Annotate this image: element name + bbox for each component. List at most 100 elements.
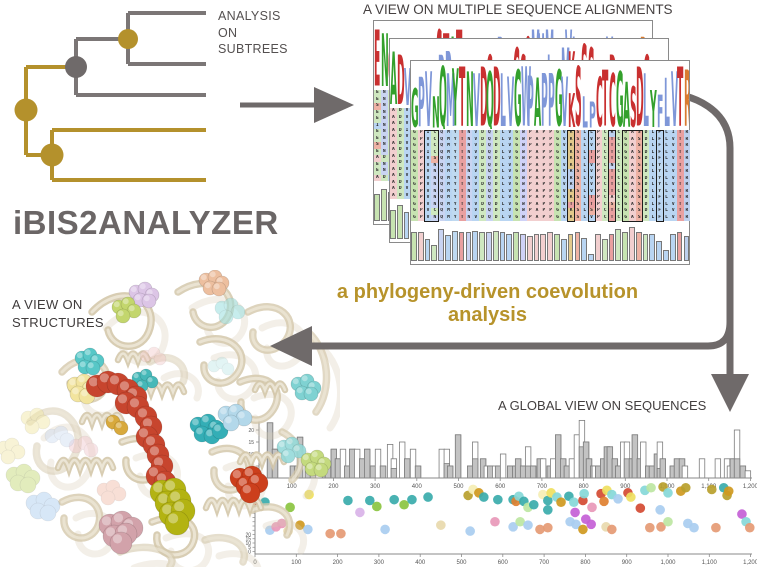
alignment-cell: L	[649, 149, 657, 156]
alignment-cell: G	[411, 195, 418, 202]
alignment-cell: I	[669, 130, 677, 137]
scatter-dot	[325, 528, 335, 539]
alignment-cell: G	[622, 214, 629, 221]
alignment-cell: T	[676, 136, 684, 143]
alignment-cell: G	[411, 175, 418, 182]
alignment-cell: P	[417, 195, 425, 202]
conservation-bar	[513, 232, 519, 261]
alignment-cell: C	[601, 201, 609, 208]
residue-sphere	[147, 346, 161, 360]
alignment-cell: T	[588, 195, 595, 202]
alignment-cell: P	[526, 195, 534, 202]
alignment-cell: C	[615, 136, 623, 143]
alignment-cell: T	[676, 162, 684, 169]
logo-letter: V	[404, 57, 412, 107]
conservation-bar	[520, 234, 526, 261]
alignment-cell: V	[560, 188, 568, 195]
residue-sphere	[44, 428, 60, 444]
logo-letter: G	[411, 77, 419, 129]
conservation-bar	[588, 253, 594, 261]
alignment-cell: D	[642, 201, 650, 208]
alignment-cell: T	[676, 130, 684, 137]
alignment-cell: V	[403, 134, 411, 141]
alignment-cell: Q	[438, 149, 446, 156]
alignment-cell: D	[479, 162, 486, 169]
conservation-bars	[411, 223, 690, 261]
alignment-cell: I	[403, 127, 411, 134]
alignment-cell: W	[520, 162, 527, 169]
alignment-cell: C	[601, 188, 609, 195]
alignment-cell: L	[581, 175, 589, 182]
scatter-dot	[706, 484, 717, 495]
ribbon	[215, 550, 262, 567]
alignment-cell: P	[540, 175, 548, 182]
conservation-bar	[438, 228, 445, 261]
logo-letter: Y	[452, 61, 460, 129]
sphere-highlight	[158, 493, 169, 504]
alignment-cell: N	[465, 156, 473, 163]
alignment-cell: W	[520, 201, 527, 208]
alignment-cell: T	[458, 130, 466, 137]
scatter-dot	[295, 520, 305, 530]
alignment-cell: D	[479, 136, 486, 143]
alignment-cell: G	[411, 214, 418, 221]
logo-letter: T	[459, 61, 466, 129]
conservation-bar	[615, 228, 622, 261]
alignment-cell: N	[431, 175, 439, 182]
alignment-cell: N	[380, 161, 388, 168]
alignment-cell: D	[492, 188, 500, 195]
scatter-dot	[304, 489, 314, 500]
alignment-cell: M	[445, 169, 452, 176]
alignment-cell: L	[649, 130, 657, 137]
alignment-cell: D	[479, 130, 486, 137]
alignment-cell: P	[594, 149, 602, 156]
alignment-cell: D	[479, 195, 486, 202]
conservation-bar	[547, 232, 554, 261]
scatter-dot	[656, 522, 666, 532]
sphere-highlight	[76, 352, 83, 359]
tree-to-msa-arrowhead	[314, 87, 354, 123]
scatter-dot	[493, 494, 503, 505]
alignment-cell: V	[472, 149, 480, 156]
alignment-cell: W	[520, 182, 527, 189]
alignment-cell: T	[608, 149, 616, 156]
alignment-cell: A	[390, 153, 397, 160]
alignment-cell: T	[458, 201, 466, 208]
alignment-cell: S	[635, 182, 643, 189]
alignment-cell: T	[608, 182, 616, 189]
sphere-highlight	[139, 283, 146, 290]
alignment-cell: L	[499, 156, 507, 163]
alignment-cell: V	[588, 175, 595, 182]
sphere-highlight	[72, 387, 79, 395]
residue-sphere	[53, 425, 69, 441]
alignment-cell: E	[374, 90, 381, 97]
alignment-cell: G	[554, 214, 561, 221]
alignment-cell: P	[417, 188, 425, 195]
alignment-cell: R	[683, 130, 691, 137]
alignment-cell: D	[396, 121, 404, 128]
alignment-cell: L	[581, 195, 589, 202]
alignment-cell: R	[683, 136, 691, 143]
conservation-bar	[642, 234, 649, 261]
conservation-bar	[451, 231, 458, 261]
alignment-cell: V	[560, 130, 568, 137]
logo-letter: D	[397, 41, 405, 107]
sphere-highlight	[305, 388, 312, 395]
alignment-cell: P	[540, 201, 548, 208]
alignment-cell: D	[479, 188, 486, 195]
alignment-cell: V	[472, 208, 480, 215]
alignment-cell: D	[492, 130, 500, 137]
alignment-cell: A	[533, 208, 541, 215]
axis-tick-label: 100	[291, 560, 302, 566]
sphere-highlight	[134, 294, 141, 301]
alignment-cell: L	[499, 143, 507, 150]
sphere-highlight	[107, 416, 114, 423]
alignment-cell: Y	[656, 169, 664, 176]
alignment-cell: V	[669, 195, 677, 202]
sphere-highlight	[138, 428, 149, 438]
scatter-dot	[523, 520, 533, 530]
alignment-cell: Q	[485, 143, 493, 150]
sphere-highlight	[117, 310, 124, 317]
alignment-cell: L	[649, 188, 657, 195]
